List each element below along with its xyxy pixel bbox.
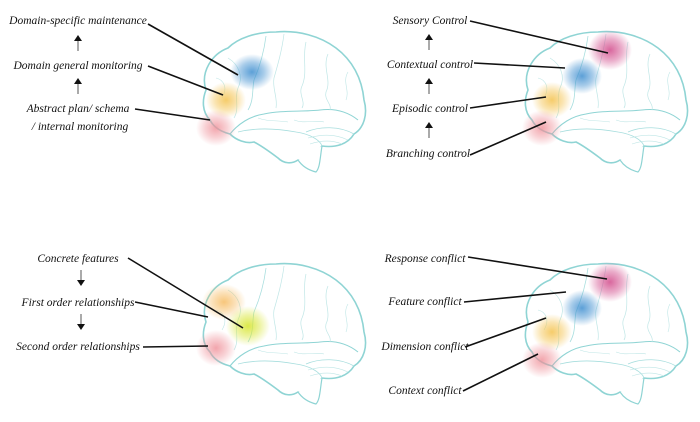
arrow-down-icon	[77, 314, 85, 330]
region-blob-blue	[562, 290, 602, 326]
label-dimension-conflict: Dimension conflict	[381, 341, 469, 353]
label-sensory-control: Sensory Control	[392, 15, 468, 27]
region-blob-magenta	[588, 262, 632, 302]
arrow-up-icon	[74, 78, 82, 94]
brain-illustration	[522, 262, 689, 405]
label-response-conflict: Response conflict	[384, 253, 466, 265]
arrow-up-icon	[425, 34, 433, 50]
region-blob-yellow	[532, 82, 572, 118]
region-blob-pink	[196, 110, 236, 146]
region-blob-blue	[230, 54, 274, 90]
arrow-up-icon	[74, 35, 82, 51]
brain-illustration	[196, 262, 367, 405]
brain-illustration	[196, 30, 367, 173]
region-blob-yellow	[532, 314, 572, 350]
brain-illustration	[522, 30, 689, 173]
label-internal-monitoring: / internal monitoring	[31, 121, 129, 133]
region-blob-lime	[226, 306, 270, 346]
arrow-up-icon	[425, 78, 433, 94]
leader-line	[462, 353, 539, 392]
leader-line	[469, 20, 609, 54]
region-blob-yellow	[206, 82, 246, 118]
label-concrete-features: Concrete features	[37, 253, 119, 265]
label-contextual-control: Contextual control	[386, 59, 474, 71]
arrow-up-icon	[425, 122, 433, 138]
region-blob-magenta	[588, 30, 632, 70]
leader-line	[134, 108, 211, 121]
leader-line	[127, 257, 244, 329]
leader-line	[469, 121, 547, 156]
leader-line	[147, 65, 224, 96]
leader-line	[463, 291, 567, 303]
label-domain-general-monitoring: Domain general monitoring	[13, 60, 143, 72]
label-first-order-relationships: First order relationships	[21, 297, 135, 309]
region-blob-blue	[562, 58, 602, 94]
label-branching-control: Branching control	[385, 148, 471, 160]
label-domain-specific-maintenance: Domain-specific maintenance	[9, 15, 147, 27]
region-blob-pink	[522, 110, 562, 146]
label-feature-conflict: Feature conflict	[388, 296, 462, 308]
label-episodic-control: Episodic control	[392, 103, 468, 115]
arrow-down-icon	[77, 270, 85, 286]
region-blob-pink	[196, 330, 236, 366]
region-blob-pink	[522, 342, 562, 378]
leader-line	[134, 301, 209, 318]
label-second-order-relationships: Second order relationships	[16, 341, 140, 353]
leader-line	[147, 23, 239, 76]
leader-line	[469, 96, 547, 109]
leader-line	[467, 256, 608, 280]
leader-line	[464, 317, 547, 348]
leader-line	[473, 62, 566, 69]
label-context-conflict: Context conflict	[388, 385, 462, 397]
label-abstract-plan-schema: Abstract plan/ schema	[26, 103, 130, 115]
leader-line	[142, 345, 209, 348]
